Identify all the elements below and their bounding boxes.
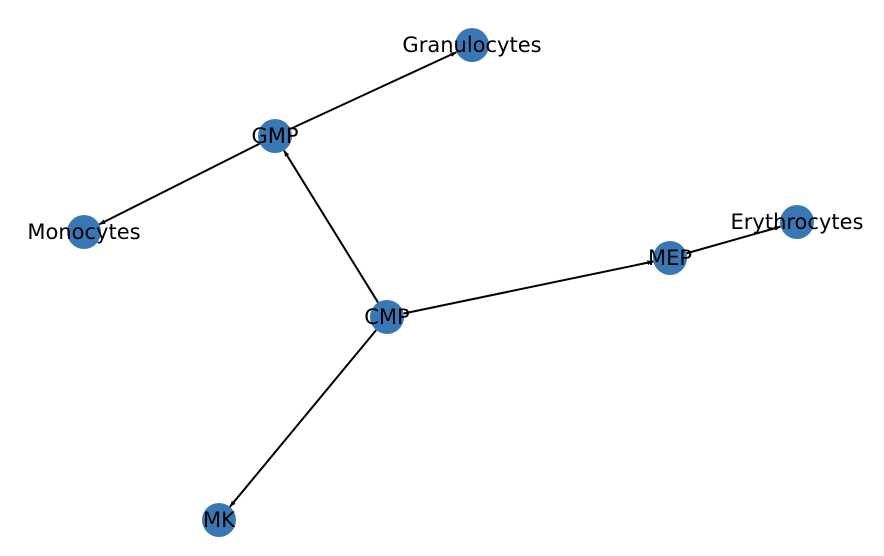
nodes-layer bbox=[67, 28, 814, 537]
node-label-erythrocytes: Erythrocytes bbox=[731, 210, 864, 234]
node-cmp bbox=[370, 300, 404, 334]
edges-layer bbox=[98, 51, 781, 508]
node-label-monocytes: Monocytes bbox=[27, 220, 140, 244]
node-mep bbox=[653, 241, 687, 275]
node-label-mk: MK bbox=[203, 508, 236, 532]
node-mk bbox=[202, 503, 236, 537]
edge-gmp-to-granulocytes bbox=[290, 51, 457, 130]
node-erythrocytes bbox=[780, 205, 814, 239]
node-label-cmp: CMP bbox=[364, 305, 409, 329]
edge-cmp-to-gmp bbox=[283, 149, 379, 304]
node-label-mep: MEP bbox=[648, 246, 692, 270]
edge-cmp-to-mep bbox=[403, 260, 654, 315]
edge-cmp-to-mk bbox=[229, 329, 377, 508]
node-monocytes bbox=[67, 215, 101, 249]
node-label-granulocytes: Granulocytes bbox=[402, 33, 541, 57]
node-granulocytes bbox=[455, 28, 489, 62]
node-label-gmp: GMP bbox=[251, 124, 298, 148]
edge-gmp-to-monocytes bbox=[98, 142, 261, 226]
edge-mep-to-erythrocytes bbox=[686, 225, 781, 255]
node-gmp bbox=[258, 119, 292, 153]
